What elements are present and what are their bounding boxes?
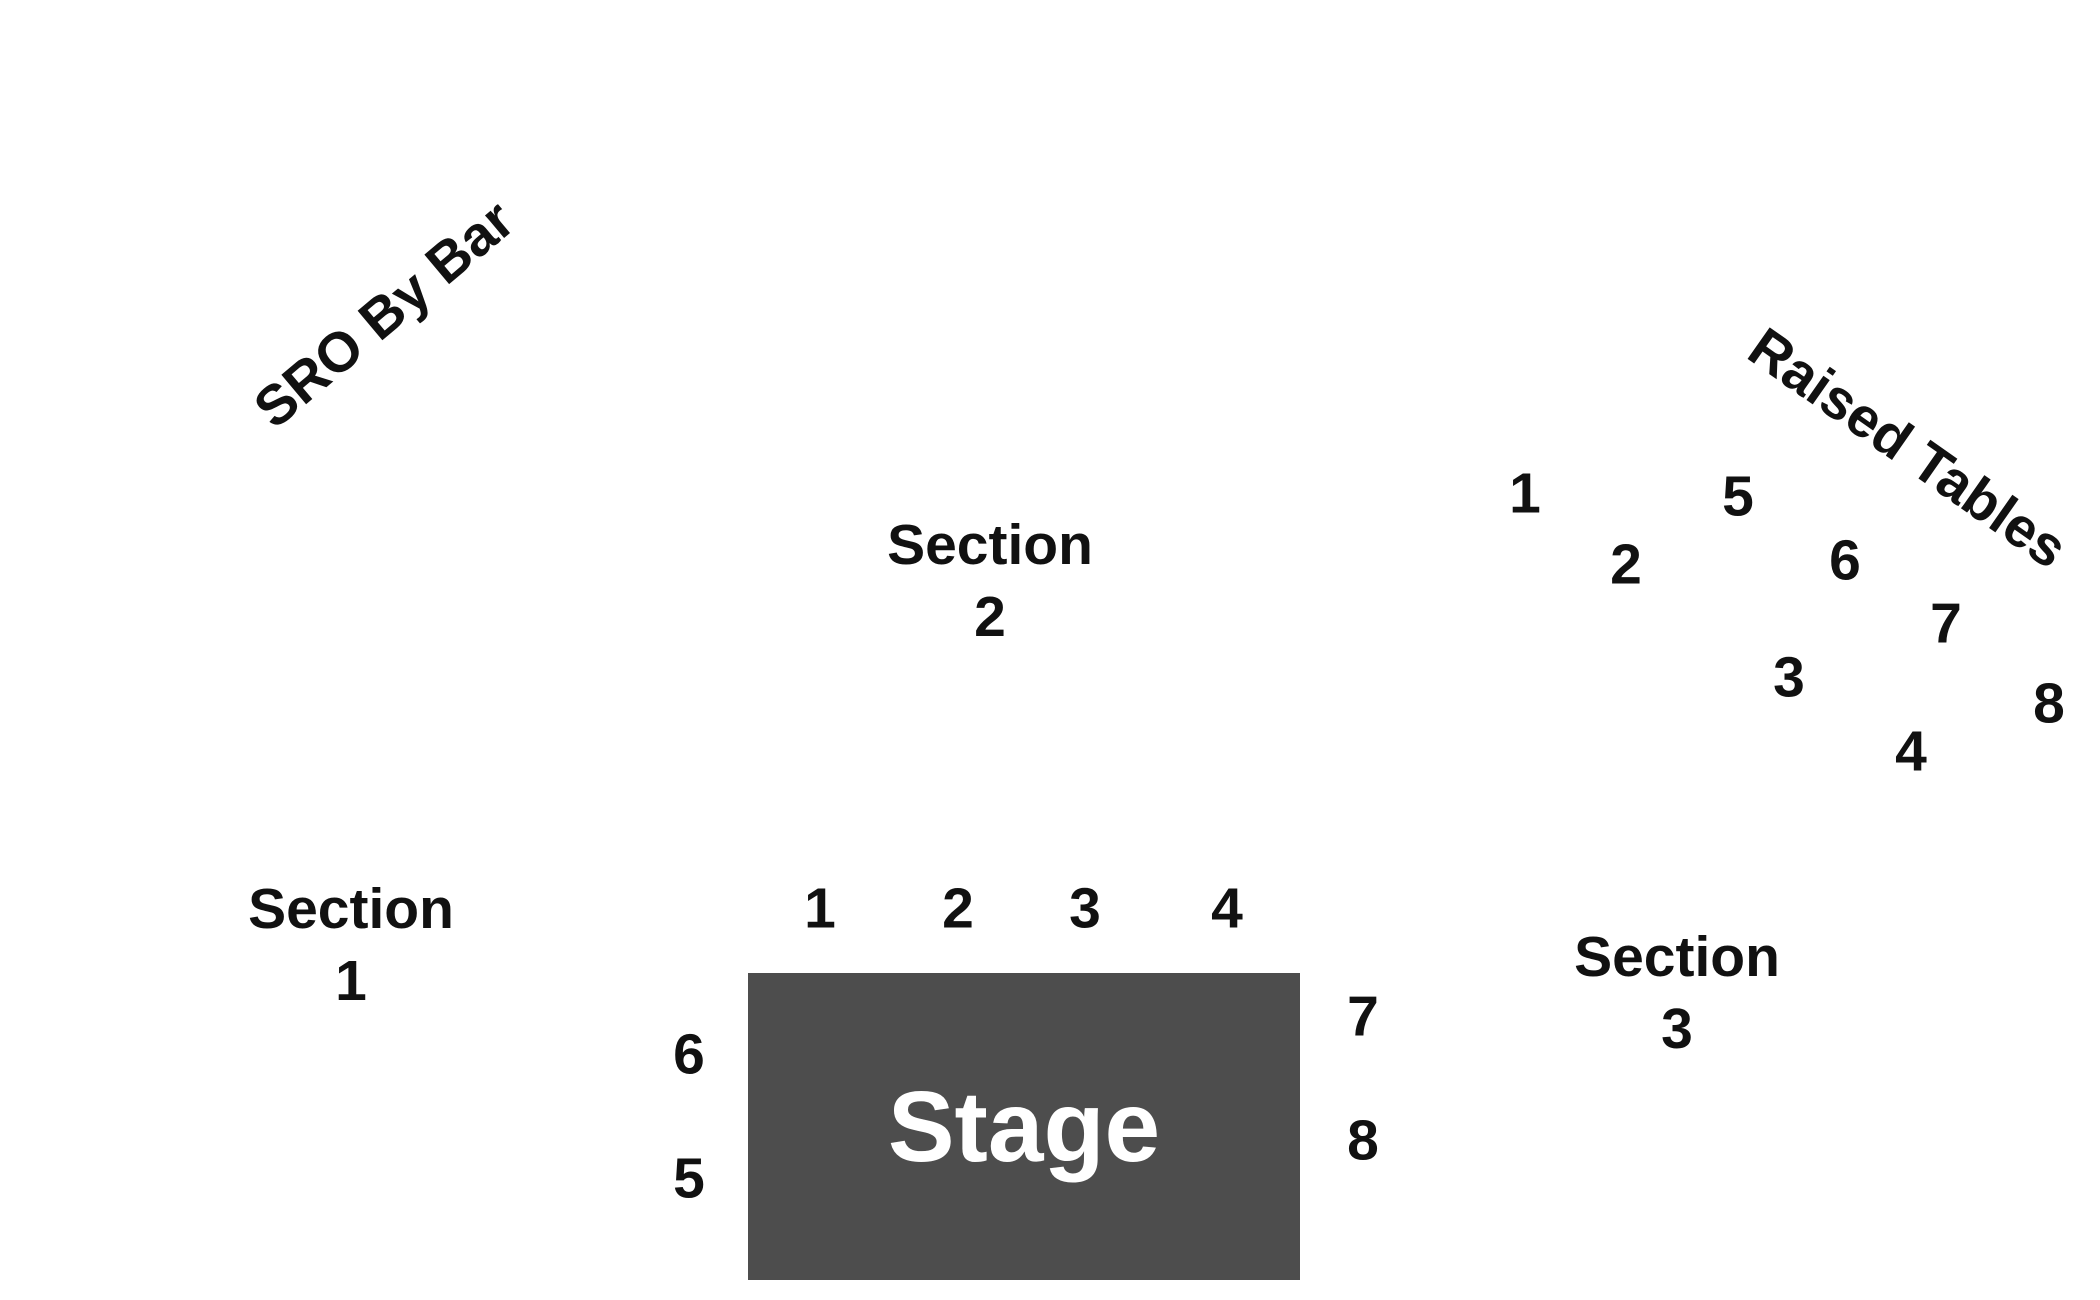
stage-table-3[interactable]: 3 <box>1069 876 1101 941</box>
section-1-number: 1 <box>335 949 367 1013</box>
section-1[interactable]: Section 1 <box>248 874 454 1018</box>
section-3[interactable]: Section 3 <box>1574 922 1780 1066</box>
raised-table-7[interactable]: 7 <box>1930 591 1962 656</box>
stage-table-6[interactable]: 6 <box>673 1022 705 1087</box>
raised-table-2[interactable]: 2 <box>1610 532 1642 597</box>
section-2[interactable]: Section 2 <box>887 510 1093 654</box>
section-1-label: Section <box>248 877 454 942</box>
stage: Stage <box>748 973 1300 1280</box>
stage-table-8[interactable]: 8 <box>1347 1108 1379 1173</box>
stage-table-4[interactable]: 4 <box>1211 876 1243 941</box>
raised-table-4[interactable]: 4 <box>1895 719 1927 784</box>
section-2-number: 2 <box>974 585 1006 649</box>
section-3-number: 3 <box>1661 997 1693 1061</box>
raised-table-6[interactable]: 6 <box>1829 528 1861 593</box>
stage-table-2[interactable]: 2 <box>942 876 974 941</box>
sro-by-bar-label[interactable]: SRO By Bar <box>241 187 526 440</box>
raised-table-3[interactable]: 3 <box>1773 645 1805 710</box>
raised-table-5[interactable]: 5 <box>1722 464 1754 529</box>
stage-label: Stage <box>887 1070 1161 1183</box>
raised-table-8[interactable]: 8 <box>2033 671 2065 736</box>
stage-table-5[interactable]: 5 <box>673 1146 705 1211</box>
raised-tables-label[interactable]: Raised Tables <box>1737 314 2079 581</box>
section-3-label: Section <box>1574 925 1780 990</box>
stage-table-1[interactable]: 1 <box>804 876 836 941</box>
stage-table-7[interactable]: 7 <box>1347 984 1379 1049</box>
raised-table-1[interactable]: 1 <box>1509 461 1541 526</box>
section-2-label: Section <box>887 513 1093 578</box>
